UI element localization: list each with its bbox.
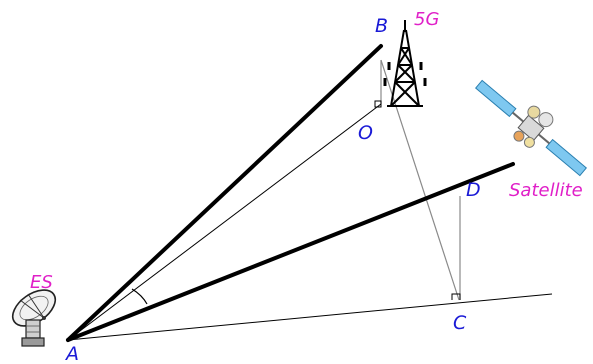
point-label-a: A: [64, 343, 79, 364]
line-b-c: [380, 59, 460, 301]
line-a-o: [67, 103, 382, 341]
tag-satellite: Satellite: [509, 180, 583, 201]
tag-5g: 5G: [414, 9, 439, 30]
line-a-c: [67, 293, 553, 341]
satellite-icon: [474, 79, 588, 177]
beam-a-b: [66, 44, 383, 342]
right-angle-marker-c: [451, 293, 461, 300]
beam-a-satellite: [66, 162, 515, 342]
tower-icon: [383, 20, 427, 107]
point-label-b: B: [375, 15, 388, 37]
right-angle-marker-o: [374, 100, 382, 108]
point-label-d: D: [466, 179, 481, 201]
angle-arc-a: [131, 288, 148, 305]
tag-earth-station: ES: [30, 272, 53, 293]
dish-antenna-icon: [11, 289, 57, 347]
point-label-o: O: [358, 122, 373, 144]
point-label-c: C: [453, 312, 467, 334]
